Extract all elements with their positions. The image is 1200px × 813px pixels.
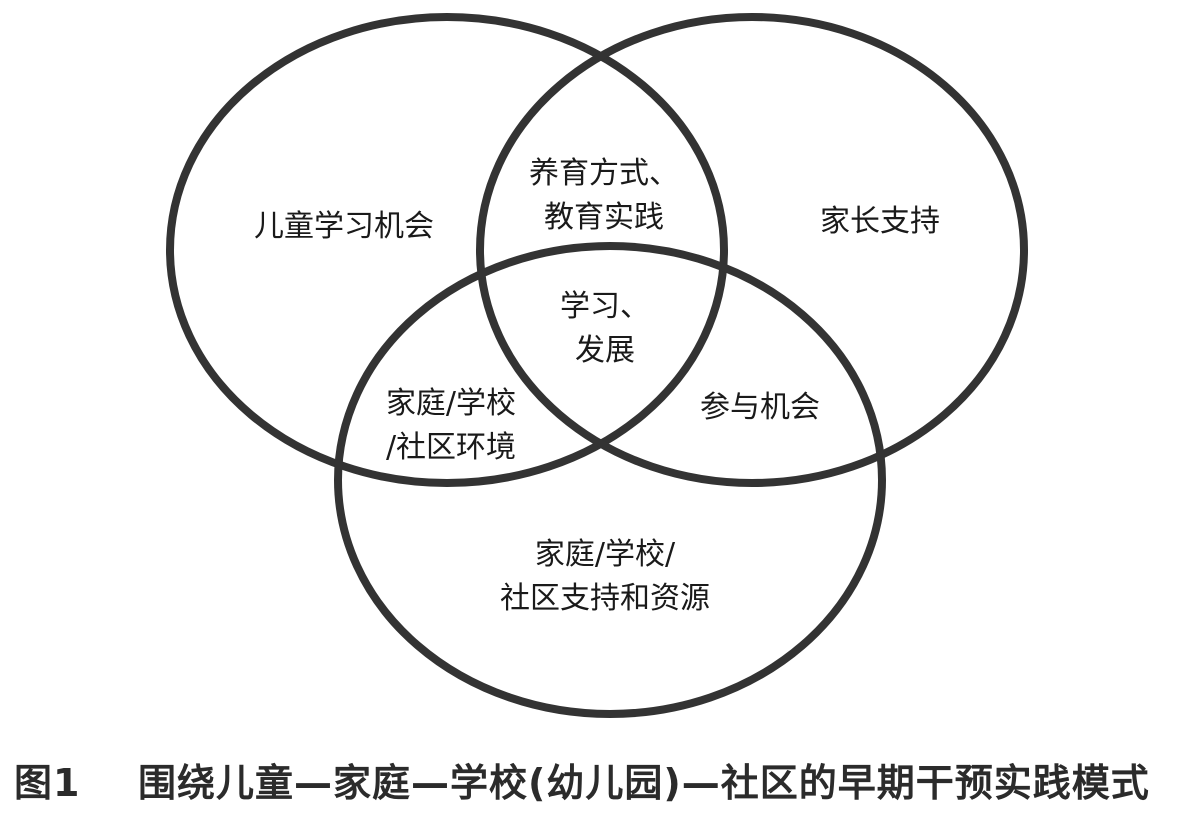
circle-child-learning [166, 13, 728, 487]
circle-community-resources [334, 242, 886, 718]
label-parent-support: 家长支持 [820, 204, 940, 239]
label-participation-opportunities: 参与机会 [700, 390, 820, 425]
figure-caption: 图1 围绕儿童—家庭—学校(幼儿园)—社区的早期干预实践模式 [0, 752, 1200, 808]
figure-number: 图1 [14, 761, 81, 805]
label-family-school-community-support-resources: 家庭/学校/ 社区支持和资源 [500, 537, 710, 616]
venn-diagram [166, 13, 1028, 718]
label-child-learning-opportunities: 儿童学习机会 [254, 209, 434, 244]
label-parenting-education-practice: 养育方式、 教育实践 [529, 156, 679, 235]
label-family-school-community-environment: 家庭/学校 /社区环境 [385, 386, 517, 465]
figure-title: 围绕儿童—家庭—学校(幼儿园)—社区的早期干预实践模式 [138, 761, 1150, 805]
label-learning-development: 学习、 发展 [560, 289, 650, 368]
circle-parent-support [476, 13, 1028, 487]
